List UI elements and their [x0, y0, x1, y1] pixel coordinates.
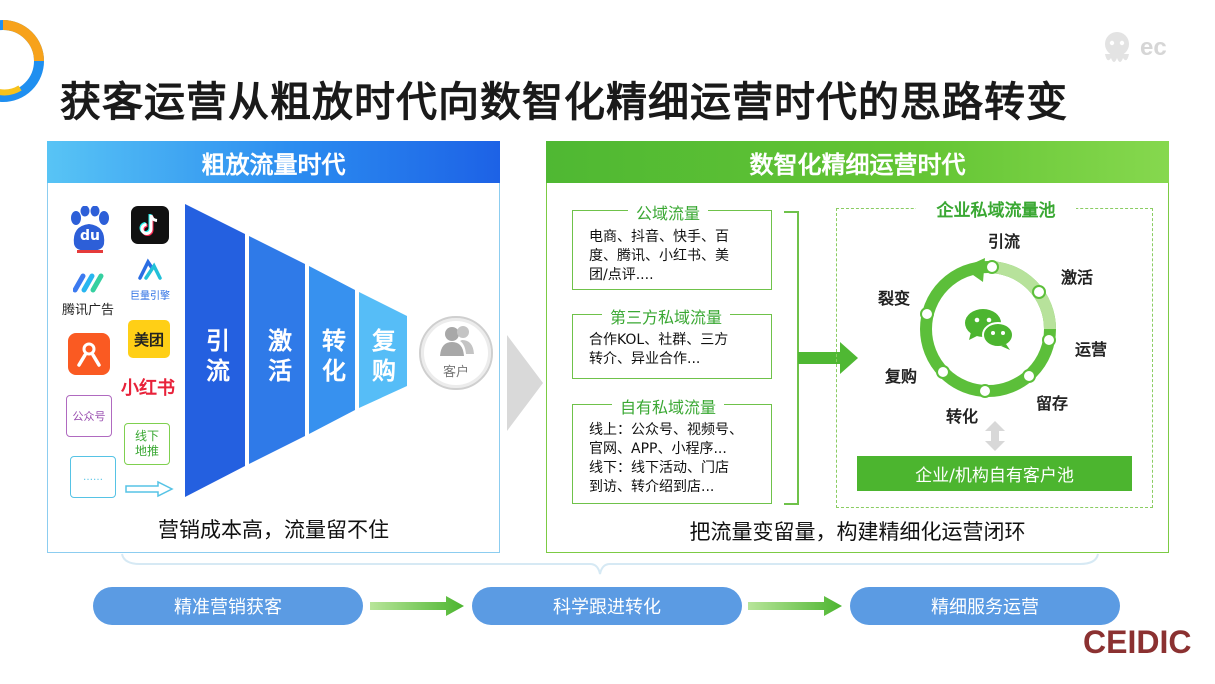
funnel-stage-acquire: 引 流	[206, 327, 230, 385]
public-traffic-line: 度、腾讯、小红书、美	[589, 248, 729, 264]
cycle-label-convert: 转化	[946, 407, 979, 426]
cycle-node	[936, 365, 950, 379]
public-traffic-title: 公域流量	[628, 200, 709, 224]
left-panel-header: 粗放流量时代	[47, 141, 500, 183]
third-party-traffic-line: 转介、异业合作...	[589, 351, 701, 367]
funnel-stage-convert: 转 化	[322, 327, 346, 385]
douyin-icon	[131, 206, 169, 244]
kuaishou-icon	[68, 333, 110, 375]
pipeline-step-service: 精细服务运营	[850, 587, 1120, 625]
funnel-stage-2-shape	[249, 236, 305, 464]
funnel-stage-activate: 激 活	[268, 327, 292, 385]
tencent-ads-label: 腾讯广告	[62, 303, 115, 318]
official-account-box: 公众号	[66, 395, 112, 437]
meituan-icon: 美团	[128, 320, 170, 358]
cycle-node	[920, 307, 934, 321]
ec-logo-text: ec	[1140, 34, 1167, 61]
offline-push-box: 线下 地推	[124, 423, 170, 465]
baidu-underline	[77, 250, 103, 253]
cycle-node	[1042, 333, 1056, 347]
customer-people-icon	[440, 326, 474, 356]
funnel-stage-4-shape	[359, 292, 407, 408]
juliang-icon	[138, 258, 162, 280]
pipeline-arrow-1-icon	[370, 596, 464, 616]
bracket-arrow-icon	[784, 211, 858, 505]
owned-traffic-line: 官网、APP、小程序...	[589, 441, 727, 457]
owned-traffic-title: 自有私域流量	[612, 394, 725, 418]
baidu-icon	[71, 206, 109, 251]
right-panel-header: 数智化精细运营时代	[546, 141, 1169, 183]
pipeline-step-acquire: 精准营销获客	[93, 587, 363, 625]
funnel-stage-repurchase: 复 购	[372, 327, 396, 385]
corner-logo-icon	[0, 20, 44, 102]
double-arrow-icon	[985, 421, 1005, 451]
public-traffic-line: 团/点评....	[589, 267, 654, 283]
cycle-arrow-head	[963, 258, 985, 282]
public-traffic-line: 电商、抖音、快手、百	[589, 229, 729, 245]
baidu-label: du	[80, 228, 100, 244]
juliang-label: 巨量引擎	[130, 291, 170, 302]
octopus-logo-icon	[1105, 32, 1129, 62]
pipeline-step-convert: 科学跟进转化	[472, 587, 742, 625]
owned-traffic-body: 线上：公众号、视频号、 官网、APP、小程序... 线下：线下活动、门店 到访、…	[589, 421, 743, 497]
funnel-stage-1-shape	[185, 204, 245, 497]
wechat-icon	[965, 309, 1014, 350]
more-apps-box: ……	[70, 456, 116, 498]
cycle-node	[985, 260, 999, 274]
enterprise-customer-pool: 企业/机构自有客户池	[857, 456, 1132, 491]
operation-cycle-ring	[920, 258, 1056, 398]
third-party-traffic-title: 第三方私域流量	[602, 304, 731, 328]
into-funnel-arrow-icon	[125, 480, 174, 498]
private-pool-title: 企业私域流量池	[916, 196, 1076, 221]
cycle-label-operate: 运营	[1075, 340, 1108, 359]
cycle-node	[1032, 285, 1046, 299]
cycle-node	[978, 384, 992, 398]
cycle-label-fission: 裂变	[878, 289, 911, 308]
public-traffic-body: 电商、抖音、快手、百 度、腾讯、小红书、美 团/点评....	[589, 228, 729, 285]
cycle-label-repurchase: 复购	[885, 367, 918, 386]
transition-chevron-icon	[507, 335, 543, 431]
third-party-traffic-body: 合作KOL、社群、三方 转介、异业合作...	[589, 331, 728, 369]
left-panel-footer: 营销成本高，流量留不住	[158, 518, 389, 542]
xiaohongshu-logo: 小红书	[121, 378, 175, 399]
cycle-node	[1022, 369, 1036, 383]
cycle-label-acquire: 引流	[988, 232, 1021, 251]
owned-traffic-line: 到访、转介绍到店...	[589, 479, 715, 495]
cycle-label-activate: 激活	[1061, 268, 1094, 287]
owned-traffic-line: 线下：线下活动、门店	[589, 460, 729, 476]
page-title: 获客运营从粗放时代向数智化精细运营时代的思路转变	[60, 78, 1068, 126]
funnel-stage-3-shape	[309, 266, 355, 434]
third-party-traffic-line: 合作KOL、社群、三方	[589, 332, 729, 348]
customer-label: 客户	[442, 365, 469, 380]
right-panel-footer: 把流量变留量，构建精细化运营闭环	[689, 520, 1026, 544]
ceidic-brand-logo: CEIDIC	[1083, 624, 1192, 660]
tencent-ads-icon	[73, 273, 104, 293]
funnel-diagram	[185, 204, 407, 497]
owned-traffic-line: 线上：公众号、视频号、	[589, 422, 743, 438]
cycle-label-retain: 留存	[1036, 394, 1069, 413]
pipeline-bracket	[121, 553, 1099, 575]
pipeline-arrow-2-icon	[748, 596, 842, 616]
